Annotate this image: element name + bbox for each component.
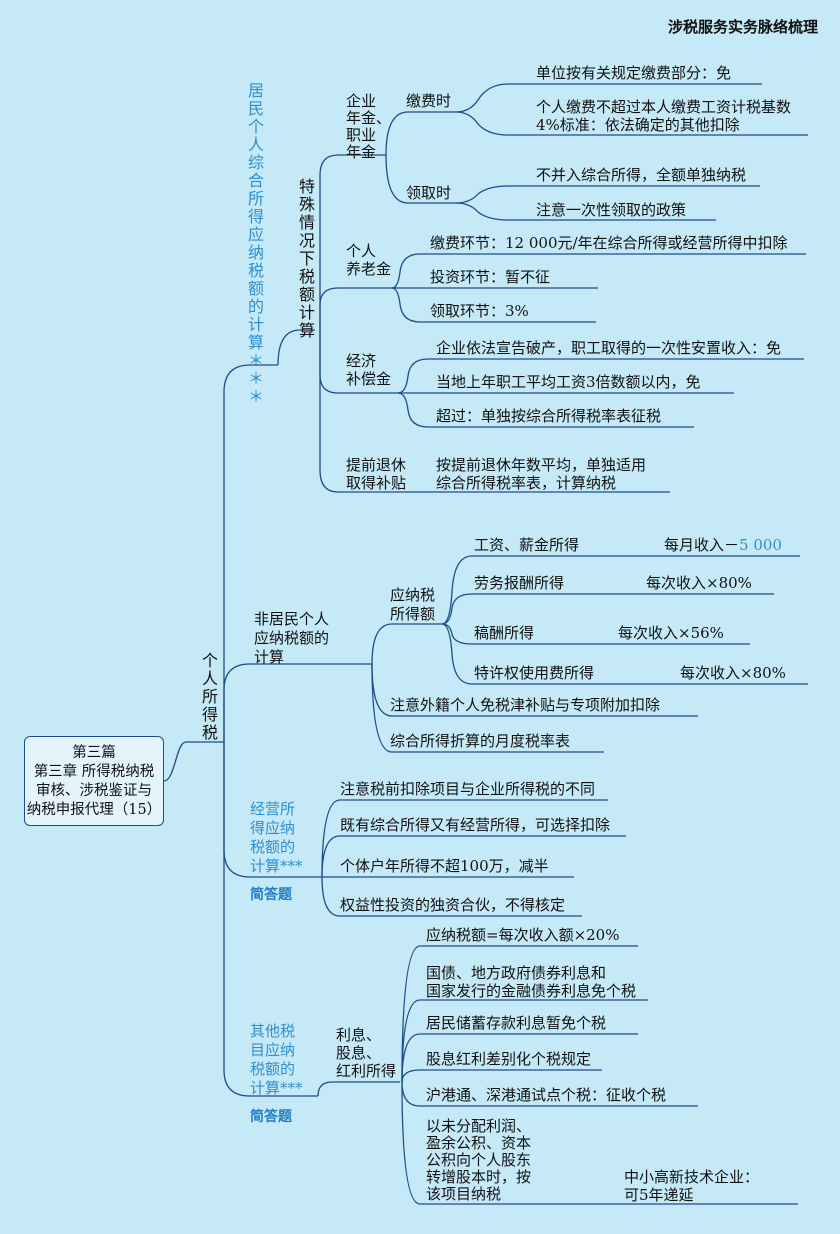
short-answer-tag: 简答题 [250, 1109, 292, 1125]
node-special-cases: 特殊情况下税额计算 [298, 177, 315, 340]
leaf-text: 居民储蓄存款利息暂免个税 [426, 1014, 607, 1032]
leaf-text: 缴费环节：12 000元/年在综合所得或经营所得中扣除 [430, 234, 788, 252]
leaf-text: 权益性投资的独资合伙，不得核定 [340, 896, 566, 914]
leaf-text: 投资环节：暂不征 [430, 268, 551, 286]
node-individual-income-tax: 个人所得税 [201, 651, 218, 742]
node-interest-dividend: 利息、股息、红利所得 [336, 1026, 397, 1080]
leaf-text: 注意外籍个人免税津补贴与专项附加扣除 [390, 696, 661, 714]
node-nonresident-title: 非居民个人应纳税额的计算 [254, 610, 330, 666]
node-pension: 个人养老金 [346, 242, 392, 278]
leaf-text: 注意税前扣除项目与企业所得税的不同 [340, 780, 596, 798]
node-business-title: 经营所得应纳 税额的计算*** [250, 800, 303, 875]
leaf-text: 注意一次性领取的政策 [536, 201, 687, 219]
short-answer-tag: 简答题 [250, 887, 292, 903]
leaf-text: 单位按有关规定缴费部分：免 [536, 64, 732, 82]
root-line-2: 第三章 所得税纳税 [33, 764, 155, 780]
leaf-text: 企业依法宣告破产，职工取得的一次性安置收入：免 [436, 339, 782, 357]
root-line-4: 纳税申报代理（15） [26, 802, 162, 818]
leaf-text: 国债、地方政府债券利息和国家发行的金融债券利息免个税 [426, 964, 637, 1000]
leaf-text: 4%标准：依法确定的其他扣除 [536, 116, 740, 134]
leaf-text: 个体户年所得不超100万，减半 [340, 857, 549, 875]
node-resident-title: 居民个人综合所得应纳税额的计算＊＊＊ [247, 81, 264, 406]
node-other-title: 其他税目应纳 税额的计算*** [250, 1022, 303, 1097]
node-annuity: 企业年金、 职业年金 [346, 92, 392, 161]
leaf-text: 工资、薪金所得 [474, 536, 580, 554]
leaf-formula: 每次收入×80% [646, 574, 752, 592]
leaf-text: 稿酬所得 [474, 624, 535, 642]
leaf-text: 以未分配利润、盈余公积、资本公积向个人股东 转增股本时，按该项目纳税 [426, 1117, 532, 1203]
leaf-text: 中小高新技术企业：可5年递延 [624, 1168, 760, 1204]
leaf-text: 不并入综合所得，全额单独纳税 [536, 166, 747, 184]
root-node: 第三篇 第三章 所得税纳税 审核、涉税鉴证与 纳税申报代理（15） [24, 736, 164, 826]
leaf-text: 既有综合所得又有经营所得，可选择扣除 [340, 816, 611, 834]
leaf-text: 超过：单独按综合所得税率表征税 [436, 407, 662, 425]
node-pay-time: 缴费时 [406, 92, 452, 110]
leaf-formula: 每次收入×56% [618, 624, 724, 642]
leaf-text: 领取环节：3% [430, 302, 529, 320]
leaf-text: 劳务报酬所得 [474, 574, 565, 592]
node-receive-time: 领取时 [406, 184, 452, 202]
leaf-formula: 每月收入－5 000 [664, 536, 782, 554]
node-taxable-income: 应纳税所得额 [390, 586, 436, 623]
leaf-text: 当地上年职工平均工资3倍数额以内，免 [436, 373, 701, 391]
root-line-3: 审核、涉税鉴证与 [36, 783, 152, 799]
leaf-text: 沪港通、深港通试点个税：征收个税 [426, 1086, 667, 1104]
page-header: 涉税服务实务脉络梳理 [667, 18, 818, 36]
leaf-text: 股息红利差别化个税规定 [426, 1050, 592, 1068]
node-early-retirement: 提前退休取得补贴 [346, 456, 407, 492]
node-compensation: 经济补偿金 [346, 352, 392, 388]
root-line-1: 第三篇 [72, 745, 116, 761]
leaf-text: 特许权使用费所得 [474, 664, 595, 682]
leaf-text: 综合所得折算的月度税率表 [390, 732, 571, 750]
leaf-text: 按提前退休年数平均，单独适用综合所得税率表，计算纳税 [436, 456, 647, 492]
leaf-text: 个人缴费不超过本人缴费工资计税基数 [536, 98, 792, 116]
leaf-formula: 每次收入×80% [680, 664, 786, 682]
leaf-text: 应纳税额=每次收入额×20% [426, 926, 620, 944]
